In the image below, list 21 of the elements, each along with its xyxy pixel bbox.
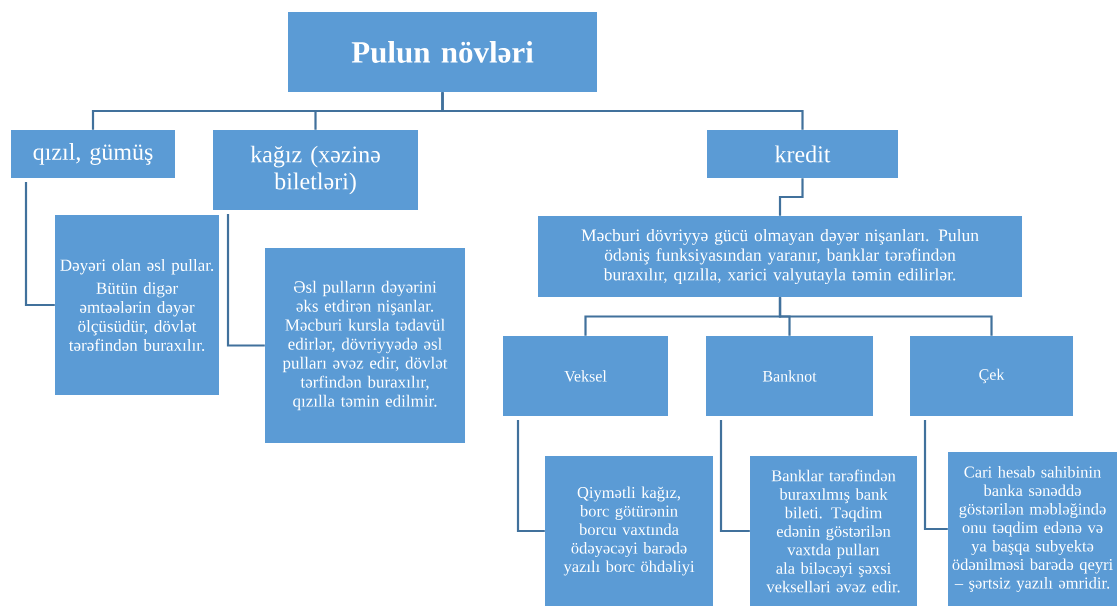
text-box: Dəyəri olan əsl pullar. Bütün digər əmtəələrin dəyər ölçüsüdür, dövlət tərəfindən buraxılır. [55,215,219,395]
text-box: Qiymətli kağız, borc götürənin borcu vaxtında ödəyəcəyi barədə yazılı borc öhdəliyi [545,456,713,606]
connector-line [516,420,545,533]
connector-line [778,178,804,216]
connector-line [226,214,265,347]
text-box: Banknot [706,336,873,416]
connector-line [923,420,948,531]
text-box: Veksel [503,336,668,416]
text-box: Məcburi dövriyyə gücü olmayan dəyər nişanları. Pulun ödəniş funksiyasından yaranır, banklar tərəfindən buraxılır, qızılla, xarici valyutayla təmin edilirlər. [538,216,1022,297]
connector-line [778,297,993,336]
connector-line [24,182,55,307]
connector-line [441,92,804,130]
connector-line [719,420,750,533]
text-box: Çek [910,336,1073,416]
category-box: kağız (xəzinə biletləri) [213,130,418,210]
category-box: qızıl, gümüş [11,130,175,178]
text-box: Banklar tərəfindən buraxılmış bank bileti. Təqdim edənin göstərilən vaxtda pulları ala biləcəyi şəxsi vekselləri əvəz edir. [750,456,917,606]
text-box: Cari hesab sahibinin banka sənəddə göstərilən məbləğində onu təqdim edənə və ya başqa subyektə ödənilməsi barədə qeyri – şərtsiz yazılı əmridir. [948,452,1117,606]
text-box: Əsl pulların dəyərini əks etdirən nişanlar. Məcburi kursla tədavül edirlər, dövriyyədə əsl pulları əvəz edir, dövlət tərfindən buraxılır, qızılla təmin edilmir. [265,248,465,443]
category-box: kredit [707,130,898,178]
title-box: Pulun növləri [288,12,597,92]
